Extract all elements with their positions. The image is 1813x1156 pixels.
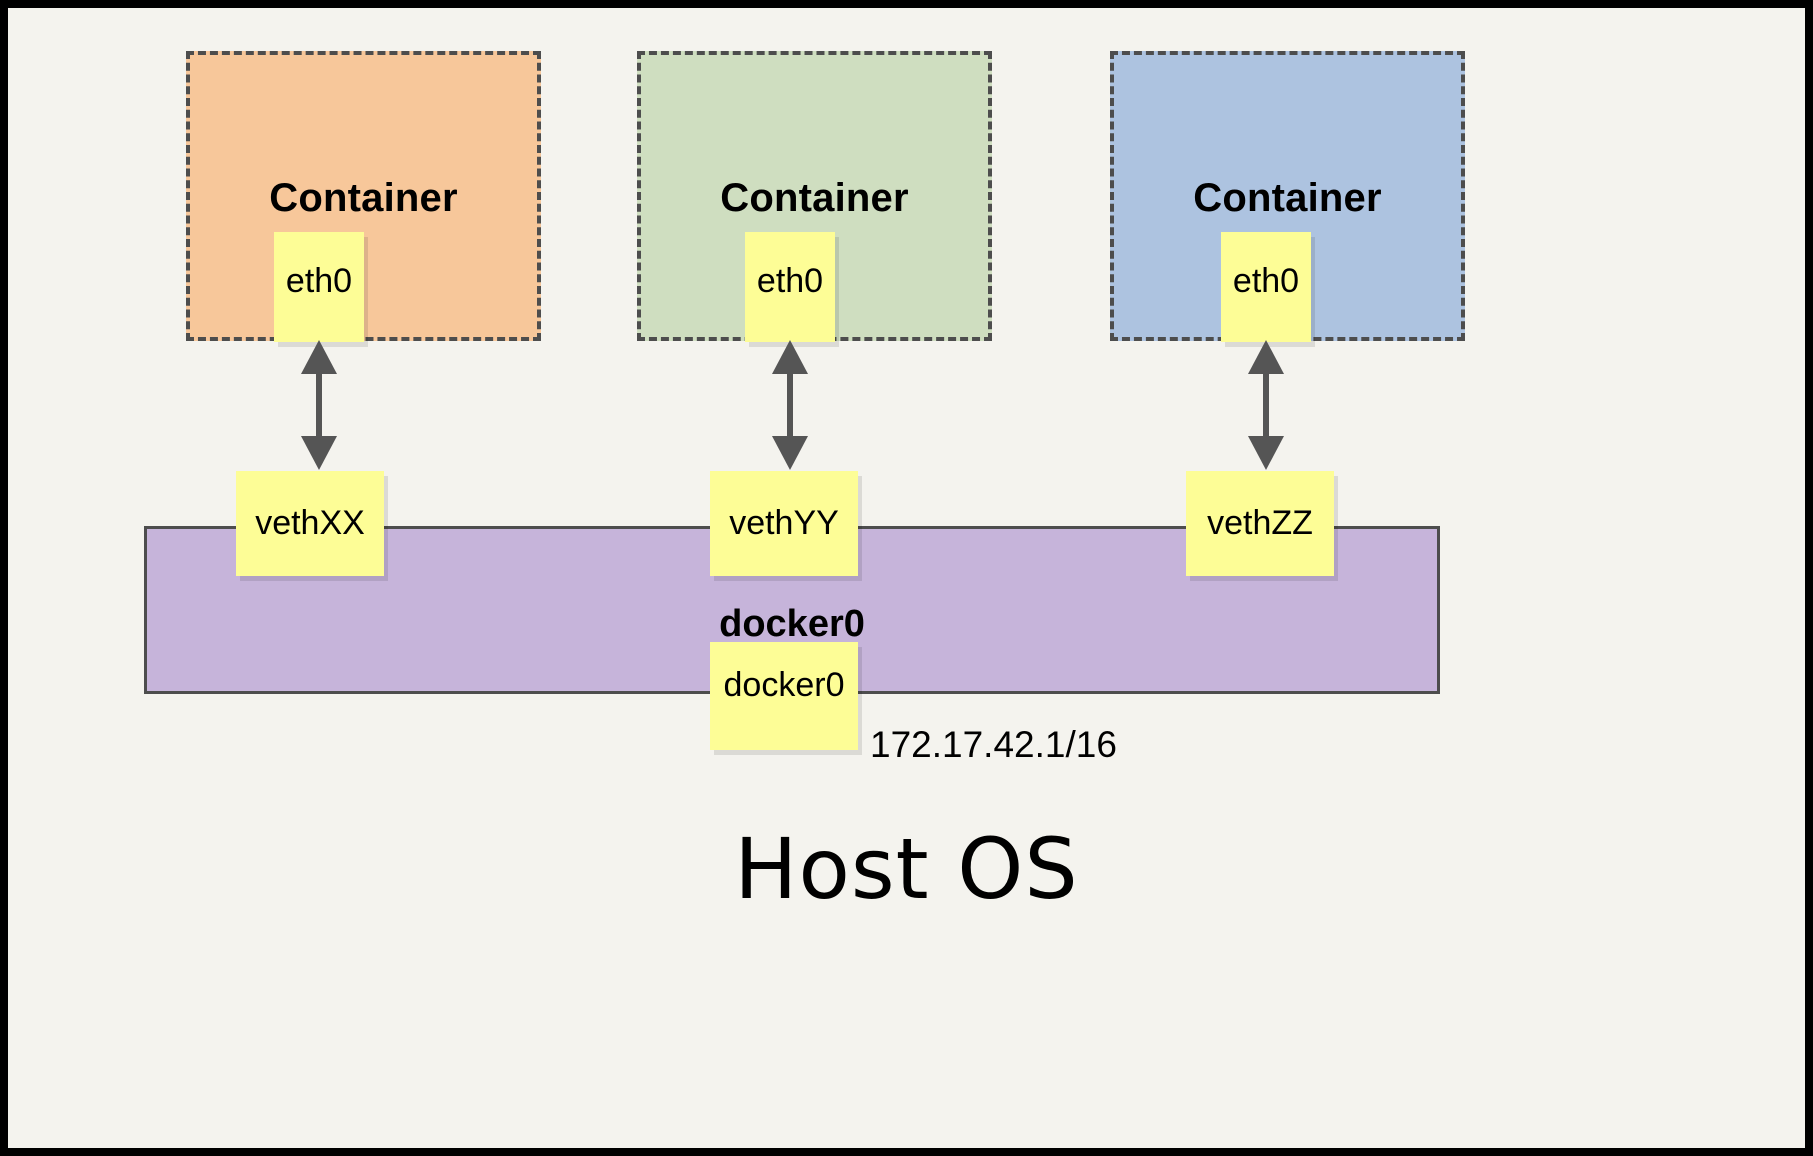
container-title-3: Container (1193, 176, 1382, 220)
veth-label-3: vethZZ (1207, 504, 1313, 542)
veth-label-2: vethYY (729, 504, 839, 542)
container-title-2: Container (720, 176, 909, 220)
docker0-bridge-label: docker0 (719, 603, 865, 645)
container-eth0-label-2: eth0 (756, 262, 824, 300)
veth-box-3: vethZZ (1186, 471, 1334, 576)
container-eth0-1: eth0 (274, 232, 364, 342)
veth-box-2: vethYY (710, 471, 858, 576)
docker0-ip-label: 172.17.42.1/16 (870, 724, 1117, 765)
container-eth0-label-3: eth0 (1232, 262, 1300, 300)
container-eth0-3: eth0 (1221, 232, 1311, 342)
container-eth0-2: eth0 (745, 232, 835, 342)
host-os-label: Host OS (734, 820, 1079, 918)
veth-link-arrow-3 (1248, 340, 1284, 470)
docker0-interface-box: docker0 (710, 642, 858, 750)
veth-link-arrow-1 (301, 340, 337, 470)
container-eth0-label-1: eth0 (285, 262, 353, 300)
container-title-1: Container (269, 176, 458, 220)
veth-box-1: vethXX (236, 471, 384, 576)
diagram-canvas: Container eth0 Container eth0 Container … (8, 8, 1805, 1148)
docker0-interface-label: docker0 (723, 666, 845, 704)
veth-link-arrow-2 (772, 340, 808, 470)
veth-label-1: vethXX (255, 504, 365, 542)
